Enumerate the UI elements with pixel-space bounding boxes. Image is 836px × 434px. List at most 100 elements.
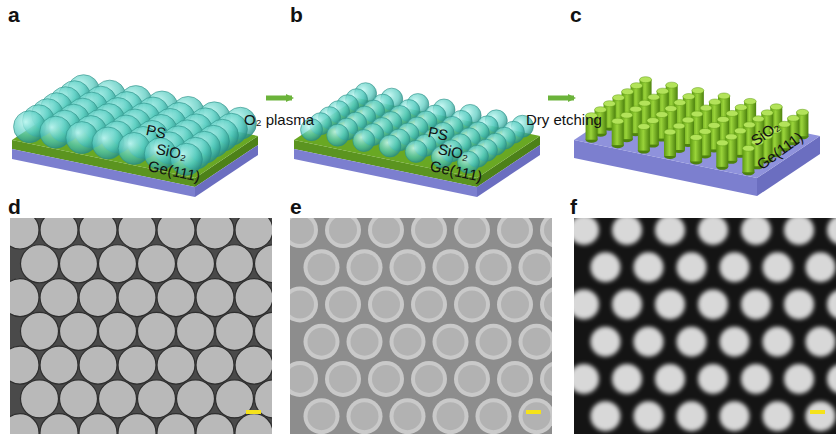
pillar-body — [664, 132, 676, 156]
sem-sphere — [437, 402, 465, 430]
sem-sphere — [458, 290, 486, 318]
sem-sphere — [290, 365, 314, 393]
sem-sphere — [351, 328, 379, 356]
sem-sphere — [308, 253, 336, 281]
pillar-top — [691, 111, 703, 117]
sem-sphere — [415, 218, 443, 244]
material-label: PS — [145, 122, 168, 141]
slab-a — [12, 75, 258, 197]
sem-sphere — [216, 312, 254, 350]
sem-particles — [10, 218, 272, 434]
sem-panel-f — [569, 215, 836, 434]
sem-sphere — [290, 218, 314, 244]
sem-background — [10, 218, 272, 434]
panel-letter: e — [290, 196, 302, 217]
sem-sphere — [290, 290, 314, 318]
sem-halo — [390, 324, 426, 360]
sem-sphere — [177, 245, 215, 283]
sem-halo — [325, 286, 361, 322]
sem-sphere — [40, 414, 78, 434]
sem-halo — [390, 249, 426, 285]
sem-sphere — [235, 279, 272, 317]
sem-halo — [368, 286, 404, 322]
ps-sphere — [353, 130, 375, 152]
sem-sphere — [372, 290, 400, 318]
sem-pillar — [574, 364, 599, 394]
scale-bar — [526, 410, 541, 414]
sem-sphere — [177, 312, 215, 350]
sem-sphere — [157, 414, 195, 434]
sem-sphere — [21, 245, 59, 283]
sem-sphere — [308, 328, 336, 356]
panel-letter: a — [8, 4, 20, 25]
pillar-top — [613, 95, 625, 101]
pillar-top — [708, 122, 720, 128]
sem-halo — [290, 286, 318, 322]
pillar-body — [742, 148, 754, 172]
sem-pillar — [763, 401, 793, 431]
sem-pillar — [806, 327, 836, 357]
sem-pillar — [591, 327, 621, 357]
pillar-top — [692, 88, 704, 94]
sem-halo — [454, 286, 490, 322]
sem-sphere — [196, 218, 234, 249]
sem-halo — [476, 249, 512, 285]
sem-halo — [519, 398, 553, 434]
ps-sphere — [405, 140, 427, 162]
pillar-top — [664, 129, 676, 135]
sem-sphere — [118, 218, 156, 249]
sem-pillar — [763, 252, 793, 282]
pillar-top — [648, 94, 660, 100]
process-step-label: Dry etching — [526, 112, 602, 127]
panel-letter: d — [8, 196, 21, 217]
sem-sphere — [255, 312, 273, 350]
sem-halo — [476, 324, 512, 360]
sem-background — [290, 218, 552, 434]
sem-halo — [476, 398, 512, 434]
process-arrow — [548, 96, 574, 101]
scale-bar — [810, 410, 825, 414]
sem-particles — [574, 218, 836, 434]
sem-pillar — [806, 252, 836, 282]
pillar-top — [666, 82, 678, 88]
top-face — [12, 98, 258, 178]
sem-sphere — [157, 279, 195, 317]
sem-pillar — [720, 252, 750, 282]
pillar-top — [716, 140, 728, 146]
pillar-top — [778, 121, 790, 127]
sem-sphere — [157, 218, 195, 249]
pillar-top — [735, 104, 747, 110]
panel-letter: f — [570, 196, 577, 217]
pillar-top — [734, 128, 746, 134]
sem-sphere — [99, 245, 137, 283]
sem-sphere — [437, 328, 465, 356]
sem-pillar — [574, 289, 599, 319]
sem-pillar — [784, 364, 814, 394]
pillar-body — [638, 127, 650, 151]
sem-sphere — [79, 346, 117, 384]
sem-pillar — [677, 327, 707, 357]
sem-sphere — [60, 380, 98, 418]
sem-pillar — [698, 289, 728, 319]
pillar-top — [699, 128, 711, 134]
sem-pillar — [634, 252, 664, 282]
pillar-top — [621, 112, 633, 118]
sem-pillar — [763, 327, 793, 357]
sem-sphere — [79, 279, 117, 317]
sem-pillar — [634, 401, 664, 431]
sem-sphere — [177, 380, 215, 418]
pillar-top — [742, 145, 754, 151]
pillar-top — [744, 98, 756, 104]
slab-b — [294, 83, 540, 197]
pillar-top — [787, 115, 799, 121]
sem-sphere — [437, 253, 465, 281]
sem-halo — [368, 361, 404, 397]
sem-pillar — [574, 218, 599, 245]
panel-letter: b — [290, 4, 303, 25]
sem-pillar — [720, 327, 750, 357]
pillar-top — [690, 134, 702, 140]
material-label: PS — [427, 124, 450, 143]
sem-sphere — [351, 402, 379, 430]
sem-halo — [497, 218, 533, 248]
